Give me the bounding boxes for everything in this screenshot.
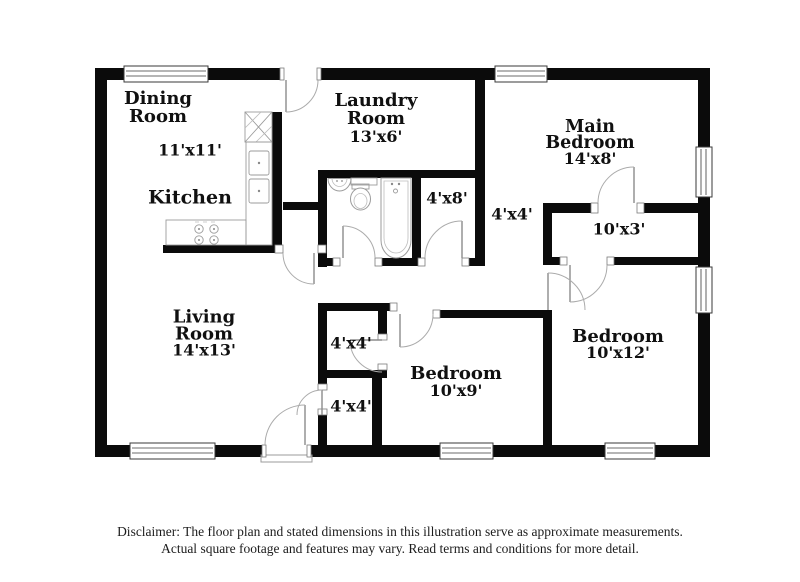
disclaimer: Disclaimer: The floor plan and stated di… xyxy=(20,523,780,557)
window-main-bedroom-top xyxy=(494,65,548,83)
bathroom-sink-icon xyxy=(327,178,352,192)
door-kitchen-hall xyxy=(274,244,327,285)
room-dims-closet-4x4-upper: 4'x4' xyxy=(330,333,372,353)
room-label-bedroom-10x9: Bedroom 10'x9' xyxy=(410,363,502,400)
window-symbols xyxy=(123,65,713,460)
dining-room-name-line2: Room xyxy=(128,106,188,127)
kitchen-fixtures xyxy=(165,111,273,246)
room-label-laundry-room: Laundry Room 13'x6' xyxy=(334,90,418,146)
bathroom-fixtures xyxy=(327,177,412,259)
kitchen-sink-icon xyxy=(248,150,270,204)
disclaimer-line2: Actual square footage and features may v… xyxy=(161,541,639,556)
door-bedroom-10x9 xyxy=(389,302,441,348)
room-dims-hall-4x4: 4'x4' xyxy=(491,204,533,224)
room-dims-closet-4x4-lower: 4'x4' xyxy=(330,396,372,416)
dining-room-name-line1: Dining xyxy=(123,88,193,109)
room-label-kitchen: Kitchen xyxy=(148,186,232,209)
door-laundry-exterior xyxy=(279,66,322,113)
window-dining-top xyxy=(123,65,209,83)
window-bedroom-10x9-bottom xyxy=(439,442,494,460)
room-dims-laundry-room: 13'x6' xyxy=(349,127,403,146)
door-bathroom xyxy=(332,225,383,267)
kitchen-counter-bottom xyxy=(165,219,247,246)
room-label-dining-room: Dining Room xyxy=(124,90,192,126)
room-label-bedroom-10x12: Bedroom 10'x12' xyxy=(572,326,664,362)
room-label-living-room: Living Room 14'x13' xyxy=(172,306,236,360)
toilet-icon xyxy=(350,183,371,211)
door-bedroom-10x12 xyxy=(559,256,615,303)
bathroom-vanity xyxy=(350,177,378,186)
window-bedroom-10x12-bottom xyxy=(604,442,656,460)
door-hall-4x8 xyxy=(417,220,470,267)
kitchen-counter-right xyxy=(245,141,273,246)
pantry-cabinet-icon xyxy=(244,111,273,143)
bathtub-icon xyxy=(380,177,412,259)
door-closet-4x4-upper xyxy=(349,333,388,373)
window-main-bedroom-right xyxy=(695,146,713,198)
room-dims-living-room: 14'x13' xyxy=(172,340,236,360)
window-living-bottom xyxy=(129,442,216,460)
door-symbols xyxy=(260,66,645,463)
room-dims-bedroom-10x9: 10'x9' xyxy=(429,381,483,400)
door-front-entry xyxy=(260,404,313,463)
stove-icon xyxy=(194,221,219,245)
door-hall-junction xyxy=(547,272,586,311)
room-dims-closet-10x3: 10'x3' xyxy=(592,219,646,239)
room-dims-main-bedroom: 14'x8' xyxy=(563,149,617,168)
door-closet-4x4-lower xyxy=(296,383,328,416)
disclaimer-line1: Disclaimer: The floor plan and stated di… xyxy=(117,524,683,539)
room-label-main-bedroom: Main Bedroom 14'x8' xyxy=(545,117,635,168)
room-dims-bedroom-10x12: 10'x12' xyxy=(586,343,650,362)
door-main-bedroom xyxy=(590,166,645,214)
room-dims-dining-room: 11'x11' xyxy=(158,140,222,160)
window-bedroom-10x12-right xyxy=(695,266,713,314)
room-dims-hall-4x8: 4'x8' xyxy=(426,188,468,208)
